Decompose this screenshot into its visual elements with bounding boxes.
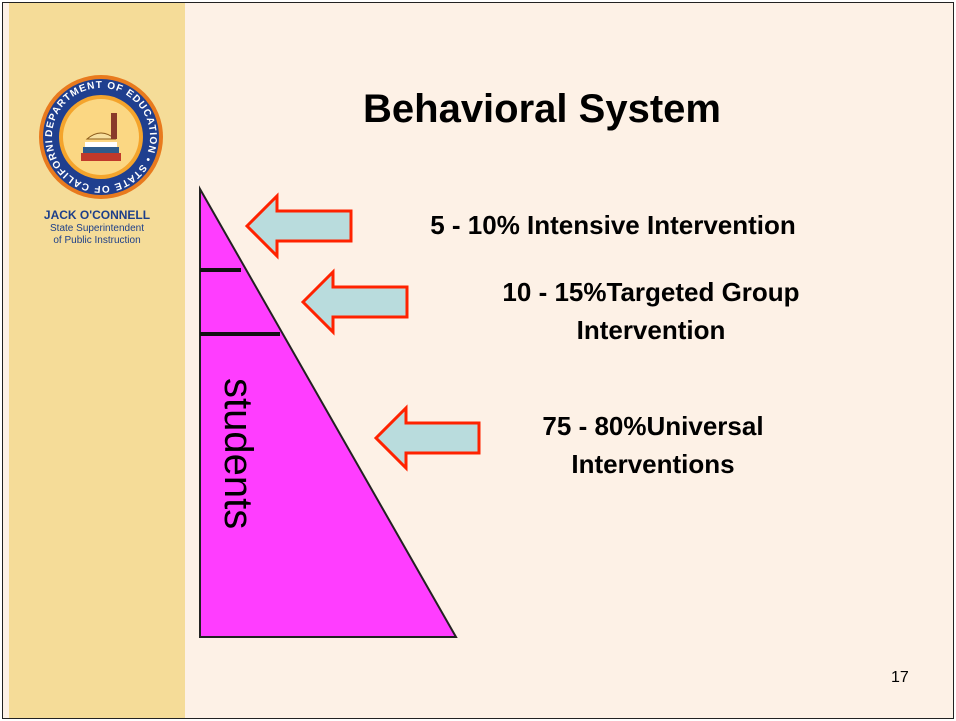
department-of-education-seal-icon: DEPARTMENT OF EDUCATION • STATE OF CALIF… xyxy=(37,73,163,199)
tier-3-line1: 75 - 80%Universal xyxy=(542,411,764,441)
page-number: 17 xyxy=(891,669,909,686)
tier-3-arrow-icon xyxy=(373,404,481,472)
pyramid-triangle xyxy=(199,185,458,638)
pyramid-label: students xyxy=(216,378,260,529)
sidebar: DEPARTMENT OF EDUCATION • STATE OF CALIF… xyxy=(9,3,185,718)
tier-1-label: 5 - 10% Intensive Intervention xyxy=(383,206,843,244)
tier-3-label: 75 - 80%Universal Interventions xyxy=(483,407,823,483)
tier-2-line2: Intervention xyxy=(576,315,726,345)
tier-1-arrow-icon xyxy=(244,192,353,260)
slide-title: Behavioral System xyxy=(363,87,721,131)
tier-2-label: 10 - 15%Targeted Group Intervention xyxy=(451,273,851,349)
pyramid-diagram: students xyxy=(199,185,481,638)
presenter-role-line1: State Superintendent xyxy=(50,223,144,234)
tier-2-line1: 10 - 15%Targeted Group xyxy=(502,277,800,307)
presenter-name: JACK O'CONNELL xyxy=(43,208,151,222)
tier-1-line1: 5 - 10% Intensive Intervention xyxy=(430,210,796,240)
tier-3-line2: Interventions xyxy=(571,449,735,479)
presenter-role-line2: of Public Instruction xyxy=(53,235,141,246)
tier-2-arrow-icon xyxy=(300,268,409,336)
